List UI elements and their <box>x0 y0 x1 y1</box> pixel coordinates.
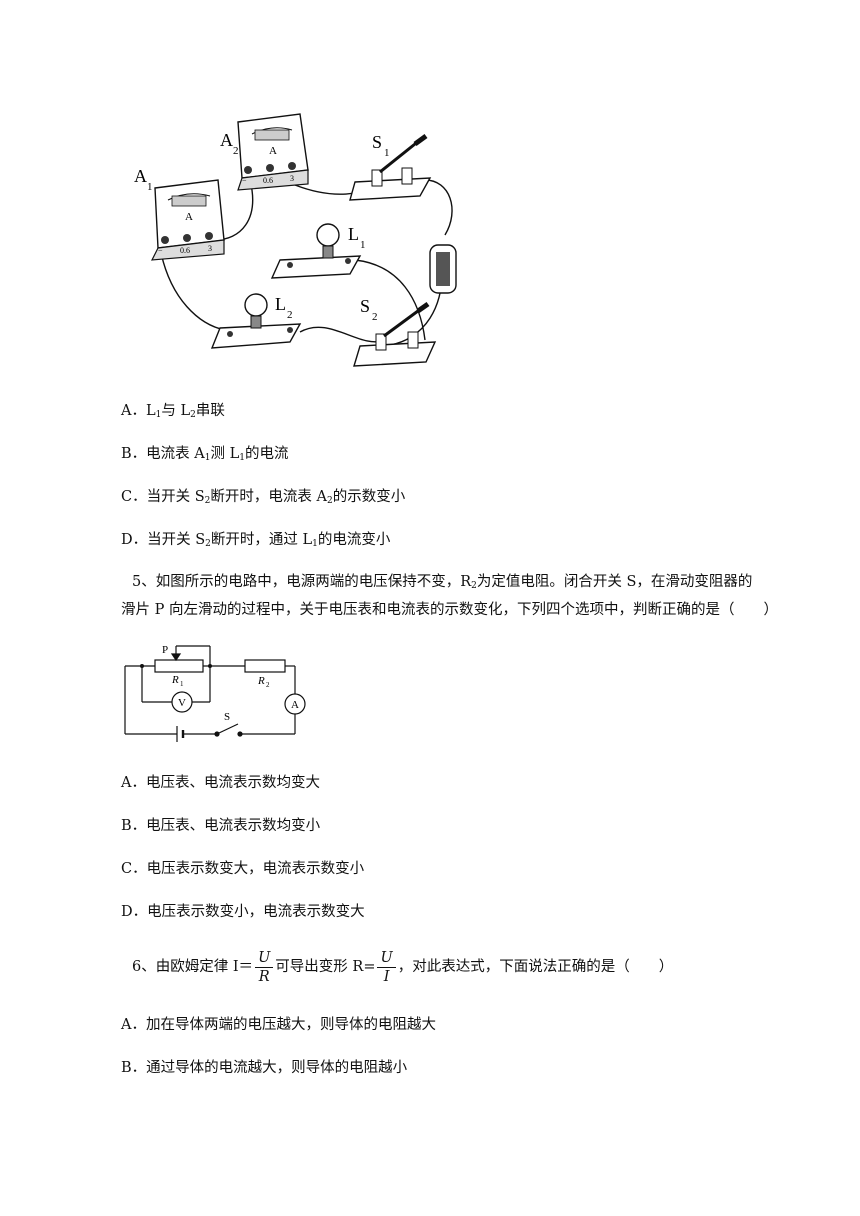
label-a2: A <box>220 130 233 150</box>
ammeter-a1-minus: − <box>158 246 163 255</box>
ammeter-a1: A − 0.6 3 <box>150 179 225 261</box>
ammeter-a2-06: 0.6 <box>263 176 273 185</box>
battery-pack <box>429 244 457 294</box>
q4-option-c: C．当开关 S2断开时，电流表 A2的示数变小 <box>121 489 406 506</box>
label-l2: L <box>275 294 286 314</box>
q5-option-a: A．电压表、电流表示数均变大 <box>121 775 320 791</box>
q5-option-b: B．电压表、电流表示数均变小 <box>121 818 321 834</box>
q4-option-b: B．电流表 A1测 L1的电流 <box>121 446 289 463</box>
ammeter-a1-letter: A <box>185 211 193 223</box>
ammeter-a1-3: 3 <box>208 244 212 253</box>
ammeter-a2-minus: − <box>242 176 247 185</box>
ammeter-a1-06: 0.6 <box>180 246 190 255</box>
switch-s2 <box>353 301 437 367</box>
label-s: S <box>224 711 230 723</box>
ammeter-a2: A − 0.6 3 <box>237 113 309 191</box>
label-s1: S <box>372 132 382 152</box>
voltmeter-letter: V <box>178 697 186 709</box>
circuit-figure-q4: A − 0.6 3 A 2 A − 0.6 3 A 1 S 1 <box>134 113 457 367</box>
q5-option-c: C．电压表示数变大，电流表示数变小 <box>121 861 365 877</box>
label-r2-sub: 2 <box>266 681 270 689</box>
q6-option-b: B．通过导体的电流越大，则导体的电阻越小 <box>121 1060 408 1076</box>
q5-stem-line2: 滑片 P 向左滑动的过程中，关于电压表和电流表的示数变化，下列四个选项中，判断正… <box>121 602 778 618</box>
ammeter-letter: A <box>291 699 299 711</box>
lamp-l2 <box>210 293 302 349</box>
label-a2-sub: 2 <box>233 145 239 157</box>
label-s1-sub: 1 <box>384 147 390 159</box>
label-p: P <box>162 644 168 656</box>
q5-stem-line1: 5、如图所示的电路中，电源两端的电压保持不变，R2为定值电阻。闭合开关 S，在滑… <box>132 574 753 591</box>
q5-option-d: D．电压表示数变小，电流表示数变大 <box>121 904 365 920</box>
label-r2: R <box>257 675 265 687</box>
label-a1-sub: 1 <box>147 181 153 193</box>
label-r1: R <box>171 674 179 686</box>
label-l1: L <box>348 224 359 244</box>
q4-option-a: A．L1与 L2串联 <box>121 403 225 420</box>
label-l1-sub: 1 <box>360 239 366 251</box>
switch-s1 <box>349 133 432 201</box>
label-a1: A <box>134 166 147 186</box>
label-s2-sub: 2 <box>372 311 378 323</box>
q4-option-d: D．当开关 S2断开时，通过 L1的电流变小 <box>121 532 391 549</box>
lamp-l1 <box>270 223 362 279</box>
label-s2: S <box>360 296 370 316</box>
label-r1-sub: 1 <box>180 680 184 688</box>
circuit-figure-q5: P R 1 R 2 V A S <box>124 644 306 742</box>
label-l2-sub: 2 <box>287 309 293 321</box>
ammeter-a2-letter: A <box>269 145 277 157</box>
q6-option-a: A．加在导体两端的电压越大，则导体的电阻越大 <box>121 1017 436 1033</box>
ammeter-a2-3: 3 <box>290 174 294 183</box>
